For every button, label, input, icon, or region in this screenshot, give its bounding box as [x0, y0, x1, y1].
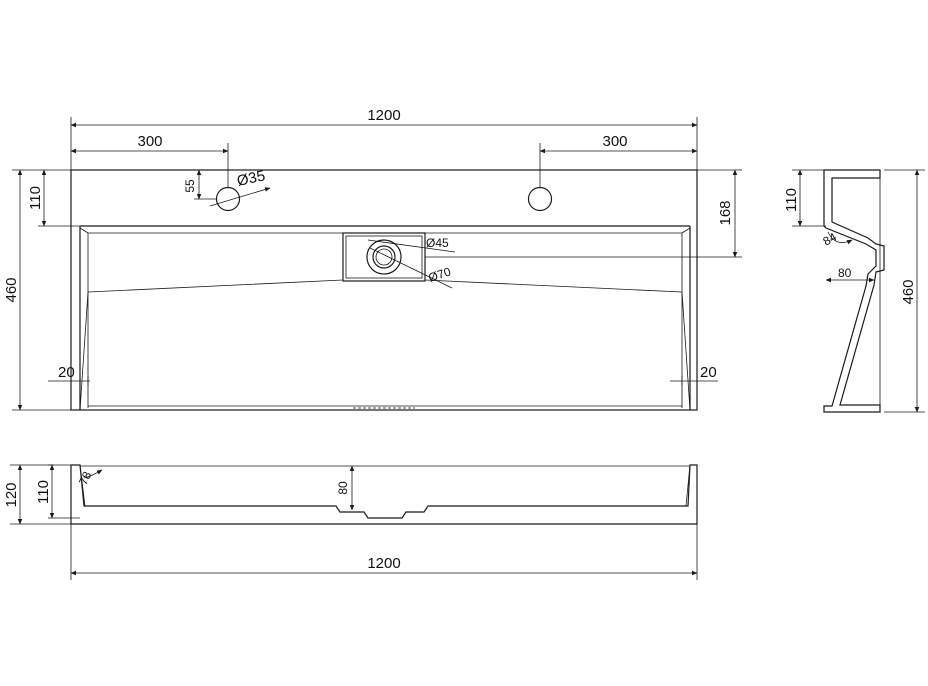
dim-drain-outer: Ø70: [427, 264, 453, 284]
side-section: [823, 169, 885, 413]
front-view: 78 120 110 80 1200: [3, 464, 698, 580]
top-view-outline: [70, 169, 698, 411]
front-section: [70, 464, 698, 525]
dim-front-width: 1200: [367, 555, 400, 572]
dim-drain-from-edge: 168: [717, 200, 734, 225]
tap-hole-left: [215, 186, 241, 212]
drain-inner-circle: [372, 245, 396, 269]
drain-outer-circle: [366, 239, 402, 275]
top-view: 1200 300 300 55 Ø35 110 460 168 Ø45: [3, 107, 742, 411]
dim-side-depth: 460: [900, 279, 917, 304]
dim-overall-width: 1200: [367, 107, 400, 124]
dim-hole-right-offset: 300: [602, 133, 627, 150]
dim-side-deck: 110: [783, 188, 800, 212]
dim-right-wall: 20: [700, 364, 717, 381]
side-view: 110 84 80 460: [783, 169, 925, 413]
dim-left-wall: 20: [58, 364, 75, 381]
dim-front-height: 120: [3, 482, 20, 507]
dim-front-angle: 78: [76, 469, 94, 487]
dim-back-deck: 110: [27, 186, 44, 210]
dim-front-drain: 80: [336, 481, 350, 495]
dim-side-drain: 80: [838, 266, 852, 280]
dim-hole-left-offset: 300: [137, 133, 162, 150]
tap-hole-right: [527, 186, 553, 212]
dim-drain-inner: Ø45: [426, 236, 449, 250]
dim-hole-diameter: Ø35: [235, 167, 266, 190]
dim-hole-center: 55: [183, 179, 197, 193]
dim-side-angle: 84: [821, 230, 840, 249]
dim-front-inner: 110: [35, 480, 52, 504]
dim-overall-depth: 460: [3, 277, 20, 302]
